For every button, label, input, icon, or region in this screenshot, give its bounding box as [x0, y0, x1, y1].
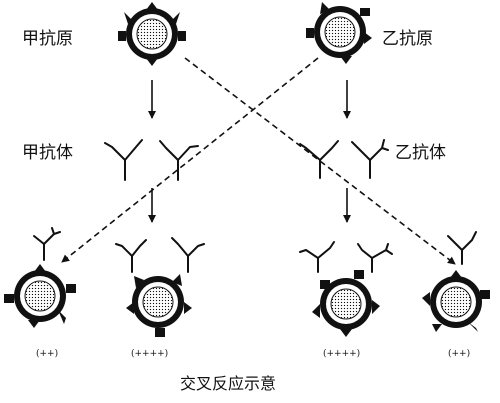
antibody-a-group	[104, 139, 199, 181]
antibody-a-y2	[159, 140, 199, 181]
result-3-antibody-1	[299, 241, 335, 273]
antigen-b-label: 乙抗原	[382, 29, 433, 49]
antibody-b-y1	[299, 140, 339, 179]
result-cell-2	[115, 237, 205, 337]
antigen-b-cell	[306, 2, 372, 64]
result-4-score: (++)	[448, 348, 470, 359]
antibody-b-label: 乙抗体	[395, 143, 446, 163]
antibody-a-label: 甲抗体	[22, 143, 73, 163]
antigen-a-cell	[118, 2, 186, 66]
caption: 交叉反应示意	[180, 374, 276, 393]
antibody-a-y1	[104, 139, 143, 181]
result-1-score: (++)	[36, 348, 58, 359]
result-3-score: (++++)	[323, 348, 360, 359]
result-cell-4	[422, 231, 490, 332]
antigen-a-label: 甲抗原	[22, 29, 73, 49]
result-1-antibody	[33, 227, 61, 261]
antibody-b-y2	[351, 139, 389, 179]
antibody-b-group	[299, 139, 389, 179]
cross-arrow-a-to-right	[184, 57, 456, 265]
result-2-antibody-1	[115, 239, 147, 273]
result-2-antibody-2	[171, 237, 205, 273]
result-cell-3	[299, 241, 393, 337]
result-3-antibody-2	[357, 243, 393, 273]
result-4-antibody	[447, 231, 477, 265]
result-2-score: (++++)	[131, 348, 168, 359]
cross-arrow-b-to-left	[61, 57, 319, 263]
result-cell-1	[4, 227, 76, 328]
